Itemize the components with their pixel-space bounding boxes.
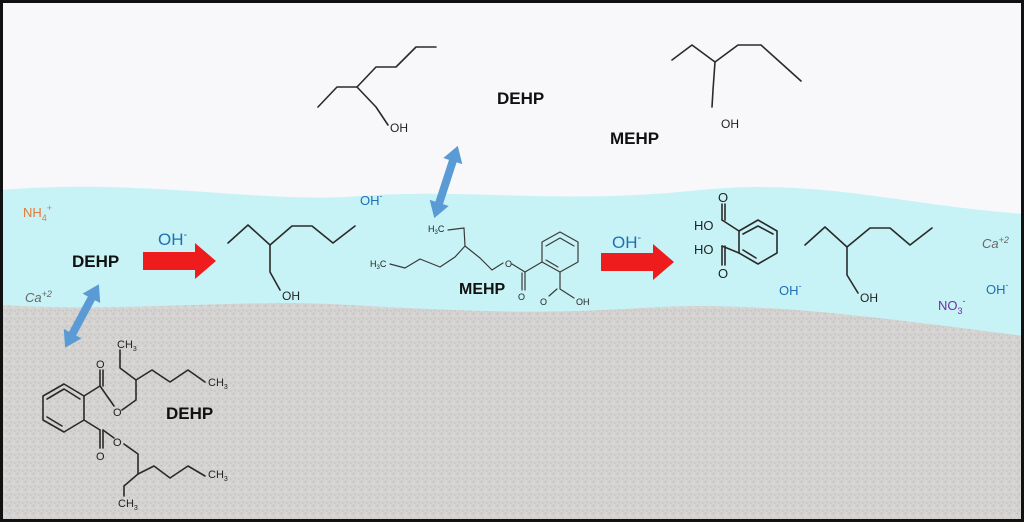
- soil-zone: [0, 303, 1024, 522]
- dehp-water-label: DEHP: [72, 252, 119, 271]
- oh-atom-label: OH: [390, 121, 408, 135]
- o-atom-label: O: [96, 359, 105, 371]
- ca-ion-right: Ca+2: [982, 235, 1009, 251]
- o-atom-label: O: [540, 297, 547, 307]
- h3c-atom-label: H3C: [370, 259, 387, 271]
- dehp-soil-label: DEHP: [166, 404, 213, 423]
- ch3-atom-label: CH3: [208, 377, 228, 391]
- ch3-atom-label: CH3: [208, 469, 228, 483]
- air-water-transfer-arrow: [429, 145, 463, 219]
- h3c-atom-label: H3C: [428, 224, 445, 236]
- oh-ion: OH-: [986, 280, 1009, 297]
- o-atom-label: O: [718, 190, 728, 205]
- ho-atom-label: HO: [694, 242, 714, 257]
- ethylhexanol-water-left: OH: [227, 224, 356, 303]
- ethylhexanol-air-left: OH: [317, 46, 437, 135]
- o-atom-label: O: [113, 437, 122, 449]
- reaction-arrow-2: [601, 244, 674, 280]
- ch3-atom-label: CH3: [117, 339, 137, 353]
- oh-ion: OH-: [779, 281, 802, 298]
- reaction-arrow-1: [143, 243, 216, 279]
- dehp-molecule-soil: O O CH3 CH3 O O CH3 CH3: [42, 339, 228, 512]
- ethylhexanol-water-right: OH: [804, 226, 933, 305]
- phthalic-acid-molecule: O HO HO O: [694, 190, 778, 281]
- oh-atom-label: OH: [576, 297, 590, 307]
- oh-atom-label: OH: [721, 117, 739, 131]
- o-atom-label: O: [718, 266, 728, 281]
- water-soil-transfer-arrow: [63, 284, 101, 348]
- mehp-air-label: MEHP: [610, 129, 659, 148]
- nh4-ion: NH4+: [23, 203, 52, 223]
- oh-atom-label: OH: [282, 289, 300, 303]
- oh-atom-label: OH: [860, 291, 878, 305]
- oh-ion: OH-: [360, 191, 383, 208]
- ch3-atom-label: CH3: [118, 498, 138, 512]
- o-atom-label: O: [505, 259, 512, 269]
- no3-ion: NO3-: [938, 296, 966, 316]
- o-atom-label: O: [96, 451, 105, 463]
- mehp-water-label: MEHP: [459, 281, 506, 298]
- dehp-air-label: DEHP: [497, 89, 544, 108]
- oh-reagent-label-2: OH-: [612, 232, 642, 252]
- ethylhexanol-air-right: OH: [671, 44, 802, 131]
- ho-atom-label: HO: [694, 218, 714, 233]
- ca-ion-left: Ca+2: [25, 289, 52, 305]
- oh-reagent-label-1: OH-: [158, 229, 188, 249]
- o-atom-label: O: [518, 292, 525, 302]
- o-atom-label: O: [113, 407, 122, 419]
- mehp-molecule: H3C H3C O O O OH: [370, 224, 590, 307]
